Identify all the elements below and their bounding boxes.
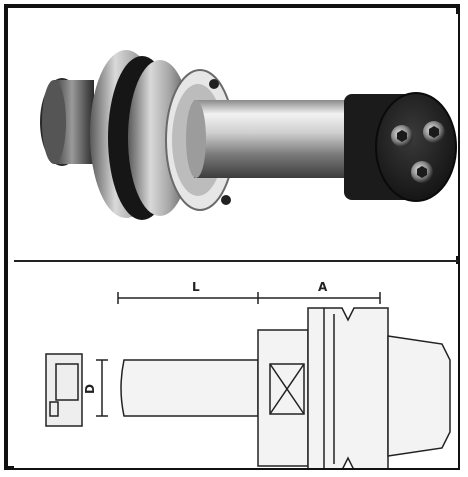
cap-screw-1-socket-icon — [397, 130, 407, 142]
cap-side-notch — [49, 401, 59, 417]
rear-hub-face — [42, 80, 66, 164]
figure-frame: L A D — [4, 4, 460, 470]
cap-side-view — [45, 353, 83, 427]
shaft-base — [186, 100, 206, 178]
body-block — [257, 329, 309, 467]
disc-screw-top-icon — [209, 79, 219, 89]
drive-key-cross-2 — [269, 363, 305, 415]
flange-outline — [307, 307, 389, 468]
shaft-outline — [120, 359, 259, 417]
product-photo — [14, 14, 458, 256]
dimension-label-a: A — [318, 280, 328, 294]
cap-face — [375, 92, 457, 202]
drive-key-box — [269, 363, 305, 415]
dimension-label-l: L — [192, 280, 200, 294]
dimension-label-d: D — [83, 384, 97, 394]
technical-drawing: L A D — [14, 264, 458, 468]
shaft — [194, 100, 364, 178]
cap-screw-2-socket-icon — [429, 126, 439, 138]
cap-screw-3-socket-icon — [417, 166, 427, 178]
disc-screw-bottom-icon — [221, 195, 231, 205]
panel-divider — [14, 260, 458, 262]
taper-outline — [387, 335, 451, 457]
technical-drawing-icon: L A D — [45, 280, 451, 468]
cap-side-slot — [55, 363, 79, 401]
arbor-photo-icon — [40, 50, 457, 220]
